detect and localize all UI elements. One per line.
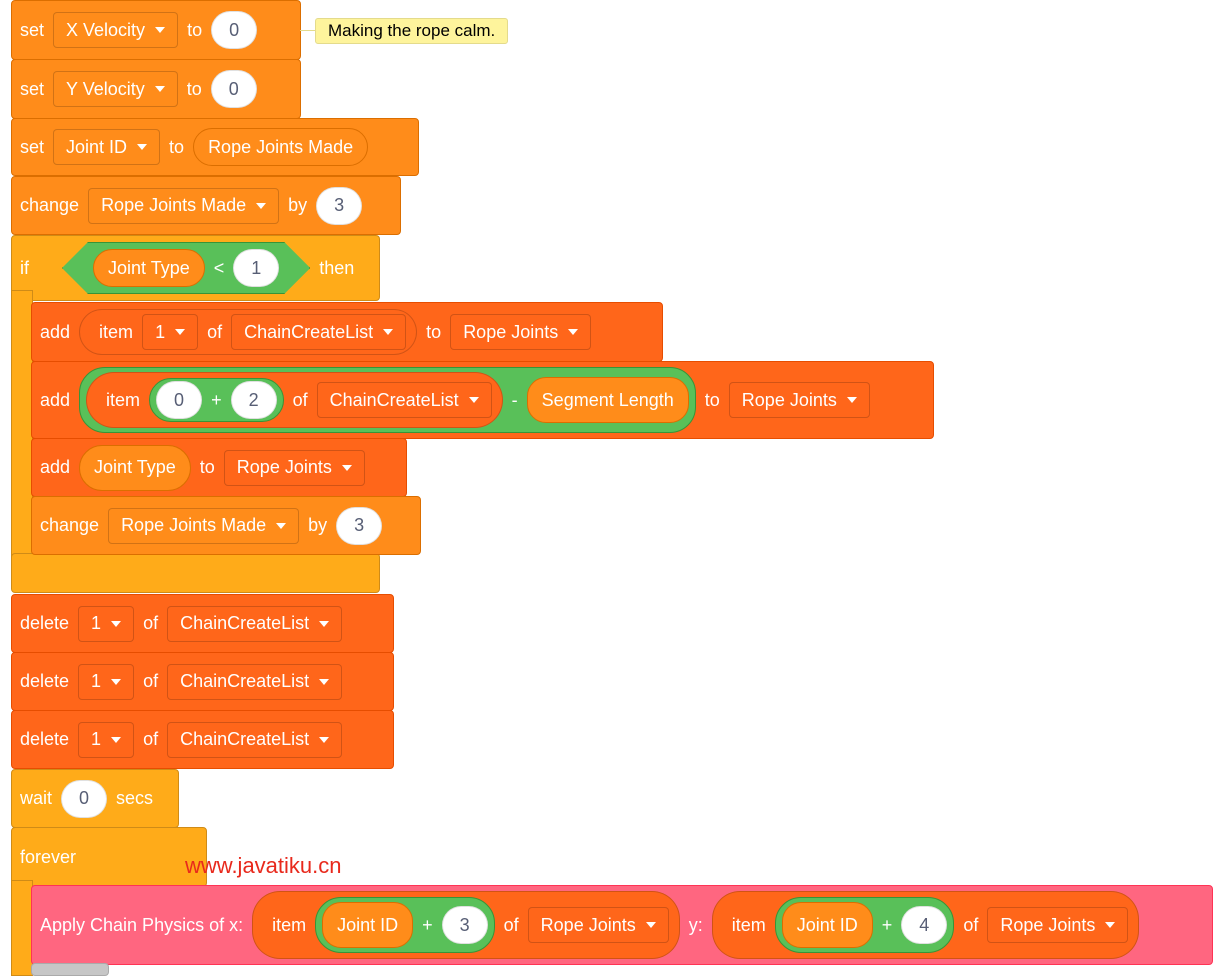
variable-reporter[interactable]: Joint ID: [322, 902, 414, 948]
index-dropdown[interactable]: 1: [78, 605, 135, 642]
variable-dropdown[interactable]: Rope Joints Made: [108, 507, 300, 544]
list-dropdown[interactable]: ChainCreateList: [167, 605, 343, 642]
list-dropdown[interactable]: ChainCreateList: [316, 382, 492, 418]
chevron-down-icon: [645, 922, 656, 928]
value-input[interactable]: 4: [901, 906, 948, 944]
forever-block[interactable]: [11, 827, 207, 887]
value-input[interactable]: 0: [156, 381, 203, 419]
chevron-down-icon: [175, 329, 186, 335]
chevron-down-icon: [341, 464, 352, 471]
value-input[interactable]: 3: [336, 506, 383, 545]
value-input[interactable]: 3: [316, 186, 363, 225]
value-input[interactable]: 2: [230, 381, 277, 419]
wait-block[interactable]: [11, 769, 179, 828]
comment-note[interactable]: Making the rope calm.: [315, 18, 509, 44]
list-dropdown[interactable]: Rope Joints: [527, 907, 669, 943]
list-dropdown[interactable]: ChainCreateList: [167, 663, 343, 700]
set-keyword: set: [20, 19, 45, 40]
chevron-down-icon: [568, 329, 579, 335]
add-operator[interactable]: Joint ID + 3: [315, 897, 495, 953]
index-dropdown[interactable]: 1: [78, 663, 135, 700]
watermark: www.javatiku.cn: [185, 853, 342, 878]
next-block-stub[interactable]: [31, 963, 109, 976]
list-dropdown[interactable]: Rope Joints: [223, 449, 365, 486]
chevron-down-icon: [383, 329, 394, 335]
item-of-reporter[interactable]: item 1 of ChainCreateList: [79, 309, 418, 355]
if-block-bottom: [11, 553, 380, 593]
chevron-down-icon: [1105, 922, 1116, 928]
chevron-down-icon: [256, 202, 267, 209]
chevron-down-icon: [319, 678, 330, 685]
variable-reporter[interactable]: Joint ID: [781, 902, 873, 948]
value-input[interactable]: 1: [233, 249, 279, 287]
variable-reporter[interactable]: Segment Length: [526, 377, 689, 423]
subtract-operator[interactable]: item 0 + 2 of ChainCreateList - Segment …: [79, 367, 696, 433]
item-of-reporter[interactable]: item Joint ID + 4 of Rope Joints: [711, 891, 1140, 959]
comment-connector: [300, 30, 315, 31]
list-dropdown[interactable]: Rope Joints: [450, 314, 592, 350]
variable-dropdown[interactable]: Rope Joints Made: [88, 187, 280, 224]
item-of-reporter[interactable]: item 0 + 2 of ChainCreateList: [86, 372, 503, 428]
chevron-down-icon: [137, 144, 148, 150]
chevron-down-icon: [276, 522, 287, 529]
value-input[interactable]: 0: [61, 779, 108, 818]
variable-reporter[interactable]: Rope Joints Made: [193, 128, 369, 166]
chevron-down-icon: [154, 86, 165, 92]
index-dropdown[interactable]: 1: [142, 314, 199, 350]
list-dropdown[interactable]: Rope Joints: [987, 907, 1129, 943]
variable-reporter[interactable]: Joint Type: [79, 444, 191, 491]
variable-dropdown[interactable]: Joint ID: [53, 129, 161, 165]
add-operator[interactable]: Joint ID + 4: [774, 897, 955, 953]
variable-reporter[interactable]: Joint Type: [93, 249, 205, 287]
value-input[interactable]: 0: [211, 11, 258, 49]
chevron-down-icon: [111, 678, 122, 685]
forever-block-arm: [11, 880, 33, 976]
value-input[interactable]: 3: [441, 906, 488, 944]
if-block-arm: [11, 290, 33, 560]
less-than-operator[interactable]: Joint Type < 1: [62, 242, 310, 294]
item-of-reporter[interactable]: item Joint ID + 3 of Rope Joints: [252, 891, 680, 959]
value-input[interactable]: 0: [210, 70, 257, 108]
chevron-down-icon: [319, 620, 330, 627]
list-dropdown[interactable]: ChainCreateList: [231, 314, 407, 350]
variable-dropdown[interactable]: X Velocity: [53, 12, 179, 48]
chevron-down-icon: [468, 397, 479, 403]
index-dropdown[interactable]: 1: [78, 721, 135, 758]
chevron-down-icon: [846, 397, 857, 403]
chevron-down-icon: [111, 620, 122, 627]
custom-block-label: Apply Chain Physics of x:: [40, 914, 244, 935]
add-operator[interactable]: 0 + 2: [149, 378, 284, 422]
forever-label: forever: [20, 846, 77, 867]
variable-dropdown[interactable]: Y Velocity: [53, 71, 178, 107]
list-dropdown[interactable]: ChainCreateList: [167, 721, 343, 758]
chevron-down-icon: [155, 27, 166, 33]
list-dropdown[interactable]: Rope Joints: [728, 382, 870, 418]
chevron-down-icon: [111, 736, 122, 743]
chevron-down-icon: [319, 736, 330, 743]
